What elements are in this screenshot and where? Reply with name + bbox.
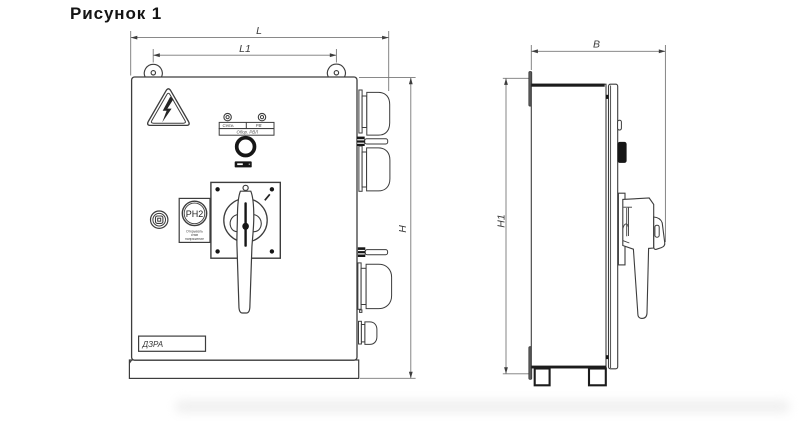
svg-text:ДЗРА: ДЗРА — [142, 340, 164, 349]
svg-text:Сеть: Сеть — [223, 123, 235, 128]
svg-text:РН2: РН2 — [186, 209, 204, 219]
svg-text:H1: H1 — [495, 214, 507, 227]
svg-text:напряжение: напряжение — [185, 237, 204, 241]
svg-text:L1: L1 — [239, 43, 251, 55]
svg-text:РВ: РВ — [256, 123, 262, 128]
svg-text:H: H — [397, 225, 409, 233]
svg-text:сняв: сняв — [191, 233, 198, 237]
svg-text:Открывать: Открывать — [186, 230, 203, 234]
svg-text:Обор. РВЛ: Обор. РВЛ — [237, 130, 259, 135]
svg-text:L: L — [256, 25, 262, 37]
svg-text:B: B — [593, 39, 600, 51]
